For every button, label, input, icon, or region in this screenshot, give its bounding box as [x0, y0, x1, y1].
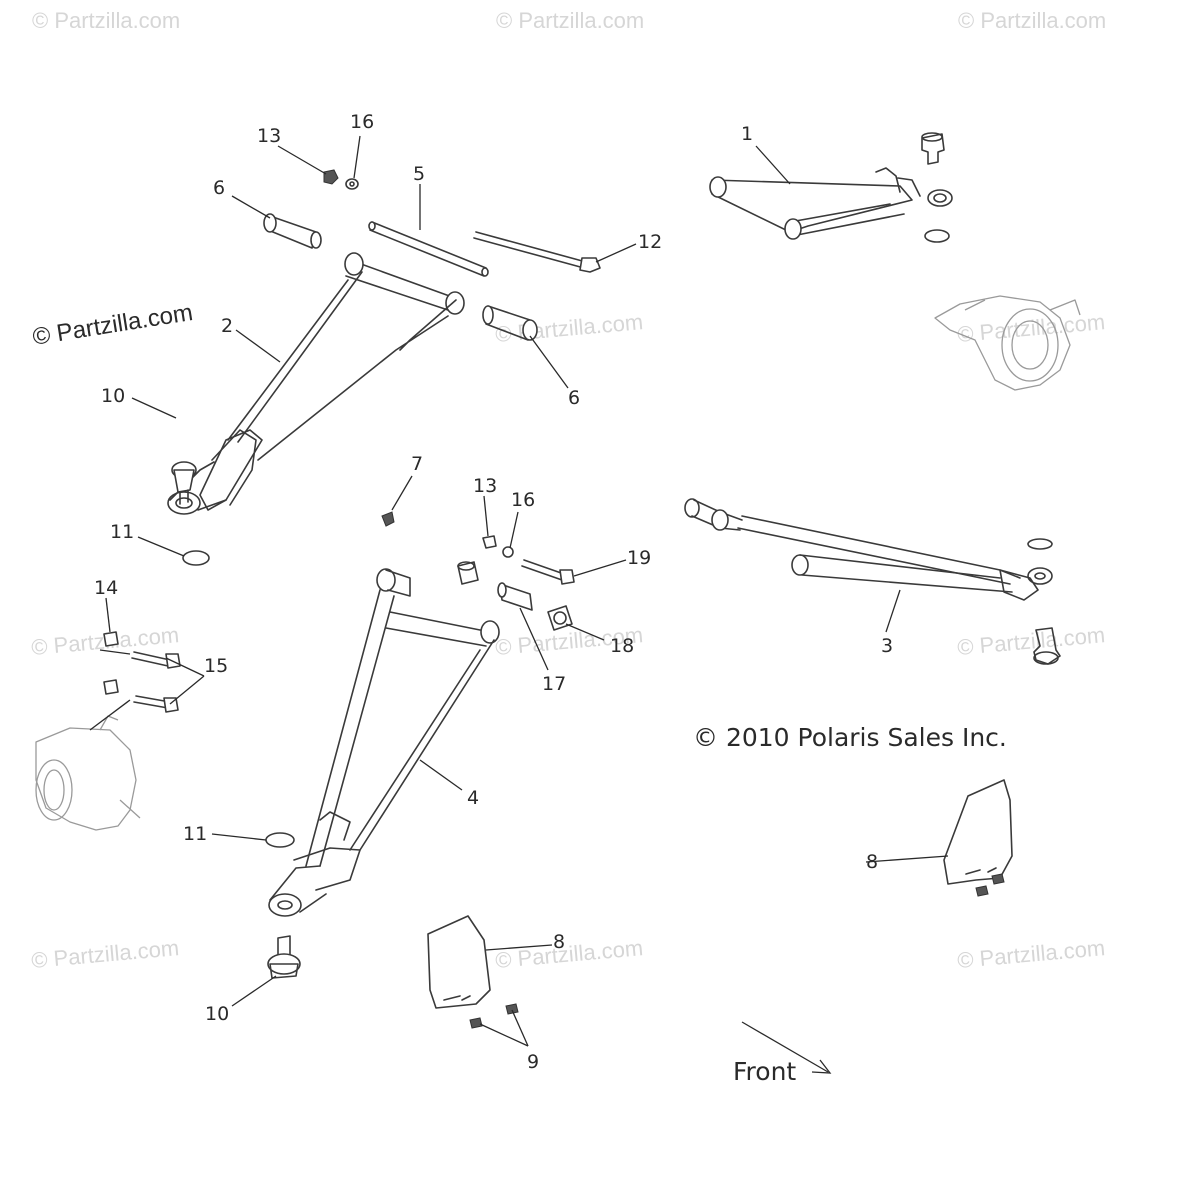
retaining-ring-mid-right: [1027, 538, 1053, 550]
callout-18: 18: [610, 635, 634, 657]
guard-plate-8-right: [943, 779, 1013, 885]
watermark-mid-right: © Partzilla.com: [956, 309, 1106, 347]
washer-16-top: [345, 178, 359, 190]
grease-fitting-7: [381, 511, 395, 527]
retaining-ring-11-top: [182, 550, 210, 566]
steering-knuckle-right: [934, 295, 1081, 391]
guard-plate-8-bottom: [427, 915, 491, 1009]
callout-5: 5: [413, 163, 425, 185]
callout-labels: 1 2 3 4 5 6 6 7 8 8 9 10 10 11 11 12 13 …: [94, 111, 893, 1073]
callout-15: 15: [204, 655, 228, 677]
retaining-ring-11-mid: [265, 832, 295, 848]
upper-a-arm-right: [709, 167, 953, 240]
callout-16-top: 16: [350, 111, 374, 133]
ball-joint-mid-right: [1033, 627, 1061, 665]
bushing-mid-left: [457, 561, 479, 585]
bushing-6-top: [263, 213, 322, 249]
callout-10-top: 10: [101, 385, 125, 407]
callout-12: 12: [638, 231, 662, 253]
nut-14: [103, 631, 119, 647]
callout-4: 4: [467, 787, 479, 809]
nut-14-lower: [103, 679, 119, 695]
lower-a-arm-left: [268, 568, 500, 917]
watermark-top-right: © Partzilla.com: [958, 8, 1106, 33]
nut-13-mid: [482, 535, 497, 549]
watermark-top-center: © Partzilla.com: [496, 8, 644, 33]
callout-14: 14: [94, 577, 118, 599]
watermark-top-left: © Partzilla.com: [32, 8, 180, 33]
pivot-tube-5: [368, 221, 489, 277]
watermark-bottom-left: © Partzilla.com: [30, 935, 180, 973]
callout-13-top: 13: [257, 125, 281, 147]
nut-13-top: [323, 169, 339, 185]
upper-a-arm-left: [167, 252, 465, 515]
callout-1: 1: [741, 123, 753, 145]
watermark-row3-right: © Partzilla.com: [956, 622, 1106, 660]
ball-joint-10-top: [171, 461, 197, 505]
screws-8-right: [975, 873, 1005, 897]
callout-19: 19: [627, 547, 651, 569]
bolt-15-lower: [133, 695, 179, 713]
bolt-12: [473, 231, 601, 273]
steering-knuckle-left: [35, 715, 141, 831]
leader-lines: [89, 135, 949, 1047]
copyright-notice: © 2010 Polaris Sales Inc.: [693, 723, 1007, 752]
callout-3: 3: [881, 635, 893, 657]
callout-9: 9: [527, 1051, 539, 1073]
callout-11-top: 11: [110, 521, 134, 543]
lower-a-arm-right: [684, 498, 1053, 601]
watermark-bottom-right: © Partzilla.com: [956, 935, 1106, 973]
callout-16-mid: 16: [511, 489, 535, 511]
callout-6-mid: 6: [568, 387, 580, 409]
bushing-6-mid: [482, 305, 538, 341]
ball-joint-10-bottom: [267, 935, 301, 979]
callout-8-bottom: 8: [553, 931, 565, 953]
bolt-19: [521, 559, 575, 585]
front-label: Front: [733, 1057, 796, 1086]
callout-2: 2: [221, 315, 233, 337]
ball-joint-top-right: [921, 132, 945, 165]
callout-6-top: 6: [213, 177, 225, 199]
screws-9: [469, 1003, 519, 1029]
washer-16-mid: [502, 546, 514, 558]
bushing-18: [547, 605, 573, 631]
callout-10-bottom: 10: [205, 1003, 229, 1025]
watermark-bottom-center: © Partzilla.com: [494, 935, 644, 973]
callout-11-mid: 11: [183, 823, 207, 845]
retaining-ring-top-right: [924, 229, 950, 243]
front-direction-indicator: Front: [733, 1021, 832, 1086]
watermark-main: © Partzilla.com: [31, 299, 195, 351]
callout-17: 17: [542, 673, 566, 695]
pivot-tube-17: [497, 582, 533, 611]
bolt-15-upper: [131, 651, 181, 669]
callout-8-right: 8: [866, 851, 878, 873]
callout-7: 7: [411, 453, 423, 475]
callout-13-mid: 13: [473, 475, 497, 497]
